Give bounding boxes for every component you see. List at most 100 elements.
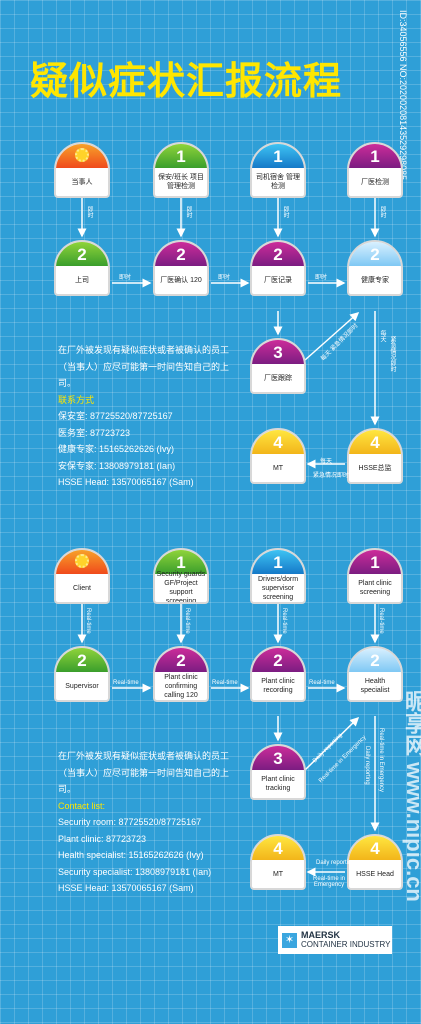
cn-node-clinic-check: 1 厂医检测 (347, 142, 403, 198)
arrow-label: 即时 (282, 206, 288, 218)
cn-node-supervisor: 2 上司 (54, 240, 110, 296)
node-number: 2 (252, 242, 304, 266)
node-label: Plant clinic recording (261, 678, 295, 694)
arrow-label: 即时 (379, 206, 385, 218)
node-number: 1 (349, 550, 401, 574)
node-number: 4 (349, 836, 401, 860)
contact-line: Health specialist: 15165262626 (Ivy) (58, 850, 204, 860)
watermark: 昵享网 www.nipic.cn (402, 690, 421, 902)
cn-info-block: 在厂外被发现有疑似症状或者被确认的员工（当事人）应尽可能第一时间告知自己的上司。… (58, 342, 243, 491)
en-node-clinic-track: 3 Plant clinic tracking (250, 744, 306, 800)
node-number: 2 (252, 648, 304, 672)
en-node-security: 1 Security guards GF/Project support scr… (153, 548, 209, 604)
en-node-client: Client (54, 548, 110, 604)
contact-line: 保安室: 87725520/87725167 (58, 411, 173, 421)
arrow-label: 紧急情况即时 (313, 473, 350, 479)
arrow-label: 每天 (320, 459, 333, 465)
contact-line: HSSE Head: 13570065167 (Sam) (58, 477, 194, 487)
node-number: 1 (252, 550, 304, 574)
arrow-label: Real-time (85, 608, 91, 634)
contact-line: Security room: 87725520/87725167 (58, 817, 202, 827)
cn-node-clinic-record: 2 厂医记录 (250, 240, 306, 296)
node-label: 厂医确认 120 (160, 276, 202, 284)
arrow-label: 紧急情况即时 (389, 336, 395, 372)
cn-node-expert: 2 健康专家 (347, 240, 403, 296)
en-notice: 在厂外被发现有疑似症状或者被确认的员工（当事人）应尽可能第一时间告知自己的上司。 (58, 751, 230, 794)
node-label: 厂医跟踪 (264, 374, 292, 382)
en-node-dorm: 1 Drivers/dorm supervisor screening (250, 548, 306, 604)
cn-node-dorm: 1 司机宿舍 管理检测 (250, 142, 306, 198)
contact-line: Plant clinic: 87723723 (58, 833, 147, 844)
node-number: 2 (155, 242, 207, 266)
contact-line: 医务室: 87723723 (58, 427, 131, 438)
node-label: HSSE总监 (358, 464, 392, 472)
node-label: HSSE Head (356, 870, 394, 878)
cn-notice: 在厂外被发现有疑似症状或者被确认的员工（当事人）应尽可能第一时间告知自己的上司。 (58, 345, 230, 388)
node-number: 3 (252, 746, 304, 770)
en-node-mt: 4 MT (250, 834, 306, 890)
node-label: Security guards GF/Project support scree… (156, 571, 206, 604)
node-label: 保安/班长 项目管理检测 (158, 174, 204, 190)
cn-node-reporter: 当事人 (54, 142, 110, 198)
arrow-label: 即时 (185, 206, 191, 218)
arrow-label: Real-time (281, 608, 287, 634)
arrow-label: Real-time (184, 608, 190, 634)
node-label: Drivers/dorm supervisor screening (257, 575, 299, 601)
node-number: 2 (349, 242, 401, 266)
node-label: Plant clinic confirming calling 120 (164, 673, 198, 699)
cn-node-clinic-track: 3 厂医跟踪 (250, 338, 306, 394)
node-number: 3 (252, 340, 304, 364)
contact-line: 安保专家: 13808979181 (Ian) (58, 460, 176, 471)
node-label: 厂医检测 (361, 178, 389, 186)
logo-line1: MAERSK (301, 930, 341, 940)
node-number: 1 (252, 144, 304, 168)
node-label: Health specialist (360, 678, 390, 694)
node-label: 当事人 (71, 178, 93, 186)
sun-icon (75, 554, 89, 568)
arrow-cn-track-expert (304, 312, 360, 361)
en-node-clinic-screening: 1 Plant clinic screening (347, 548, 403, 604)
arrow-label: 即时 (315, 275, 328, 281)
node-label: Client (73, 584, 91, 592)
en-info-block: 在厂外被发现有疑似症状或者被确认的员工（当事人）应尽可能第一时间告知自己的上司。… (58, 748, 243, 897)
arrow-label: Real-time (378, 608, 384, 634)
cn-node-hsse: 4 HSSE总监 (347, 428, 403, 484)
node-number: 2 (349, 648, 401, 672)
logo-line2: CONTAINER INDUSTRY (301, 940, 391, 949)
node-number: 4 (252, 836, 304, 860)
image-id-text: ID:34056556 NO:20200208143529298085 (398, 10, 408, 181)
star-icon: ✶ (282, 932, 297, 948)
node-number: 4 (252, 430, 304, 454)
arrow-label: 即时 (218, 275, 231, 281)
contact-line: 健康专家: 15165262626 (Ivy) (58, 444, 175, 454)
node-label: 司机宿舍 管理检测 (256, 174, 300, 190)
en-node-supervisor: 2 Supervisor (54, 646, 110, 702)
arrow-label: Real-time in Emergency (312, 876, 345, 888)
node-label: 上司 (75, 276, 89, 284)
en-contact-title: Contact list: (58, 800, 106, 811)
node-label: Plant clinic tracking (261, 776, 295, 792)
node-number: 1 (349, 144, 401, 168)
maersk-logo: ✶ MAERSK CONTAINER INDUSTRY (278, 926, 392, 954)
node-number: 2 (56, 242, 108, 266)
node-label: MT (272, 464, 284, 472)
node-number: 1 (155, 550, 207, 574)
arrow-label: Real-time (309, 680, 335, 686)
node-label: 健康专家 (361, 276, 389, 284)
cn-node-mt: 4 MT (250, 428, 306, 484)
node-label: Plant clinic screening (358, 580, 392, 596)
node-label: 厂医记录 (264, 276, 292, 284)
contact-line: HSSE Head: 13570065167 (Sam) (58, 883, 194, 893)
arrow-label: 每天 (379, 330, 385, 342)
en-node-hsse: 4 HSSE Head (347, 834, 403, 890)
cn-node-clinic-confirm: 2 厂医确认 120 (153, 240, 209, 296)
cn-contact-title: 联系方式 (58, 394, 95, 405)
contact-line: Security specialist: 13808979181 (Ian) (58, 866, 212, 877)
en-node-clinic-confirm: 2 Plant clinic confirming calling 120 (153, 646, 209, 702)
node-number: 1 (155, 144, 207, 168)
sun-icon (75, 148, 89, 162)
arrow-label: 即时 (86, 206, 92, 218)
node-label: MT (272, 870, 284, 878)
